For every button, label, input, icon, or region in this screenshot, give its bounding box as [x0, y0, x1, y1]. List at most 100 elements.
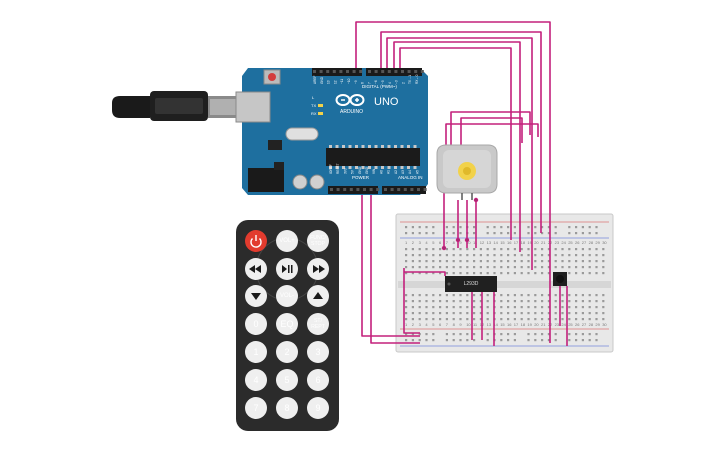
chip-label: L293D — [464, 281, 479, 287]
digital-pin-label: 7 — [367, 82, 371, 84]
column-number: 25 — [568, 240, 573, 245]
remote-key-label: 6 — [315, 375, 320, 385]
jumper-wire — [361, 195, 420, 337]
jumper-wire — [380, 31, 542, 233]
remote-key-label: REPT — [311, 324, 326, 330]
remote-key-power[interactable] — [245, 230, 267, 252]
remote-key-8[interactable]: 8 — [276, 397, 298, 419]
arduino-uno-board: TX RX L UNO ARDUINO DIGITAL (PWM~) POWER… — [235, 68, 428, 195]
remote-key-down[interactable] — [245, 285, 267, 307]
digital-pin-label: ~9 — [354, 80, 358, 84]
digital-pin-label: ~3 — [395, 80, 399, 84]
remote-key-6[interactable]: 6 — [307, 369, 329, 391]
remote-key-7[interactable]: 7 — [245, 397, 267, 419]
column-number: 10 — [466, 240, 471, 245]
digital-pin-label: 13 — [327, 80, 331, 84]
usb-jack — [235, 91, 271, 123]
remote-key-label: VOL- — [280, 293, 294, 299]
column-number: 12 — [480, 240, 485, 245]
remote-key-eq[interactable]: EQ — [276, 313, 298, 335]
remote-key-label: 4 — [253, 375, 258, 385]
remote-key-label: 5 — [284, 375, 289, 385]
remote-key-vol[interactable]: VOL+ — [276, 230, 298, 252]
digital-pin-label: RX←0 — [415, 74, 419, 84]
wire-end — [455, 237, 461, 243]
remote-key-3[interactable]: 3 — [307, 341, 329, 363]
jumper-wire — [355, 21, 551, 343]
remote-key-rewind[interactable] — [245, 258, 267, 280]
power-pin-label: 5V — [351, 169, 355, 174]
column-number: 20 — [534, 240, 539, 245]
power-label: POWER — [352, 175, 370, 180]
column-number: 9 — [459, 240, 462, 245]
column-number: 19 — [527, 240, 532, 245]
digital-pin-label: 4 — [388, 82, 392, 84]
column-number: 26 — [575, 322, 580, 327]
power-pin-label: VIN — [372, 168, 376, 174]
wire-end — [441, 245, 447, 251]
column-number: 21 — [541, 240, 546, 245]
column-number: 24 — [561, 240, 566, 245]
column-number: 7 — [446, 322, 449, 327]
column-number: 20 — [534, 322, 539, 327]
power-pin-label: A0 — [379, 170, 383, 174]
remote-key-label: EQ — [280, 319, 293, 329]
column-number: 29 — [595, 322, 600, 327]
remote-key-0[interactable]: 0 — [245, 313, 267, 335]
column-number: 14 — [493, 240, 498, 245]
column-number: 5 — [432, 240, 435, 245]
remote-key-play-pause[interactable] — [276, 258, 298, 280]
jumper-wire — [445, 123, 539, 158]
column-number: 21 — [541, 322, 546, 327]
digital-pin-label: 8 — [361, 82, 365, 84]
column-number: 3 — [419, 322, 422, 327]
remote-key-label: 7 — [253, 403, 258, 413]
jumper-wire — [460, 117, 523, 150]
push-button[interactable] — [553, 272, 567, 286]
power-pin-label: A2 — [394, 170, 398, 174]
remote-key-label: 2 — [284, 347, 289, 357]
remote-key-label: ST/ — [314, 318, 323, 324]
column-number: 24 — [561, 322, 566, 327]
remote-key-4[interactable]: 4 — [245, 369, 267, 391]
column-number: 30 — [602, 322, 607, 327]
power-icon — [250, 235, 262, 248]
remote-key-vol[interactable]: VOL- — [276, 285, 298, 307]
remote-key-funcstop[interactable]: FUNC/STOP — [307, 230, 329, 252]
fast-forward-icon — [313, 265, 325, 273]
column-number: 28 — [589, 322, 594, 327]
column-number: 6 — [439, 322, 442, 327]
column-number: 8 — [453, 240, 456, 245]
usb-cable — [112, 91, 238, 121]
power-pin-label: RESET — [336, 163, 340, 174]
capacitor-2 — [309, 174, 325, 190]
digital-pin-label: AREF — [313, 75, 317, 84]
digital-pin-label: ~10 — [347, 78, 351, 84]
remote-key-5[interactable]: 5 — [276, 369, 298, 391]
atmega-chip — [326, 148, 420, 166]
digital-label: DIGITAL (PWM~) — [362, 84, 397, 89]
breadboard: 1122334455667788991010111112121313141415… — [395, 213, 614, 353]
column-number: 2 — [412, 322, 415, 327]
remote-key-label: 9 — [315, 403, 320, 413]
column-number: 16 — [507, 240, 512, 245]
jumper-wire — [404, 271, 446, 276]
remote-key-9[interactable]: 9 — [307, 397, 329, 419]
remote-key-up[interactable] — [307, 285, 329, 307]
remote-key-strept[interactable]: ST/REPT — [307, 313, 329, 335]
column-number: 13 — [487, 322, 492, 327]
remote-key-1[interactable]: 1 — [245, 341, 267, 363]
dc-motor — [436, 144, 498, 200]
header-holes — [313, 70, 427, 191]
power-pin-label: A1 — [387, 170, 391, 174]
power-pin-label: A3 — [401, 170, 405, 174]
remote-key-fast-forward[interactable] — [307, 258, 329, 280]
tx-label: TX — [311, 103, 316, 108]
column-number: 4 — [425, 240, 428, 245]
column-number: 18 — [521, 240, 526, 245]
capacitor-1 — [292, 174, 308, 190]
remote-key-2[interactable]: 2 — [276, 341, 298, 363]
play-pause-icon — [282, 265, 293, 273]
digital-pin-label: GND — [320, 76, 324, 84]
